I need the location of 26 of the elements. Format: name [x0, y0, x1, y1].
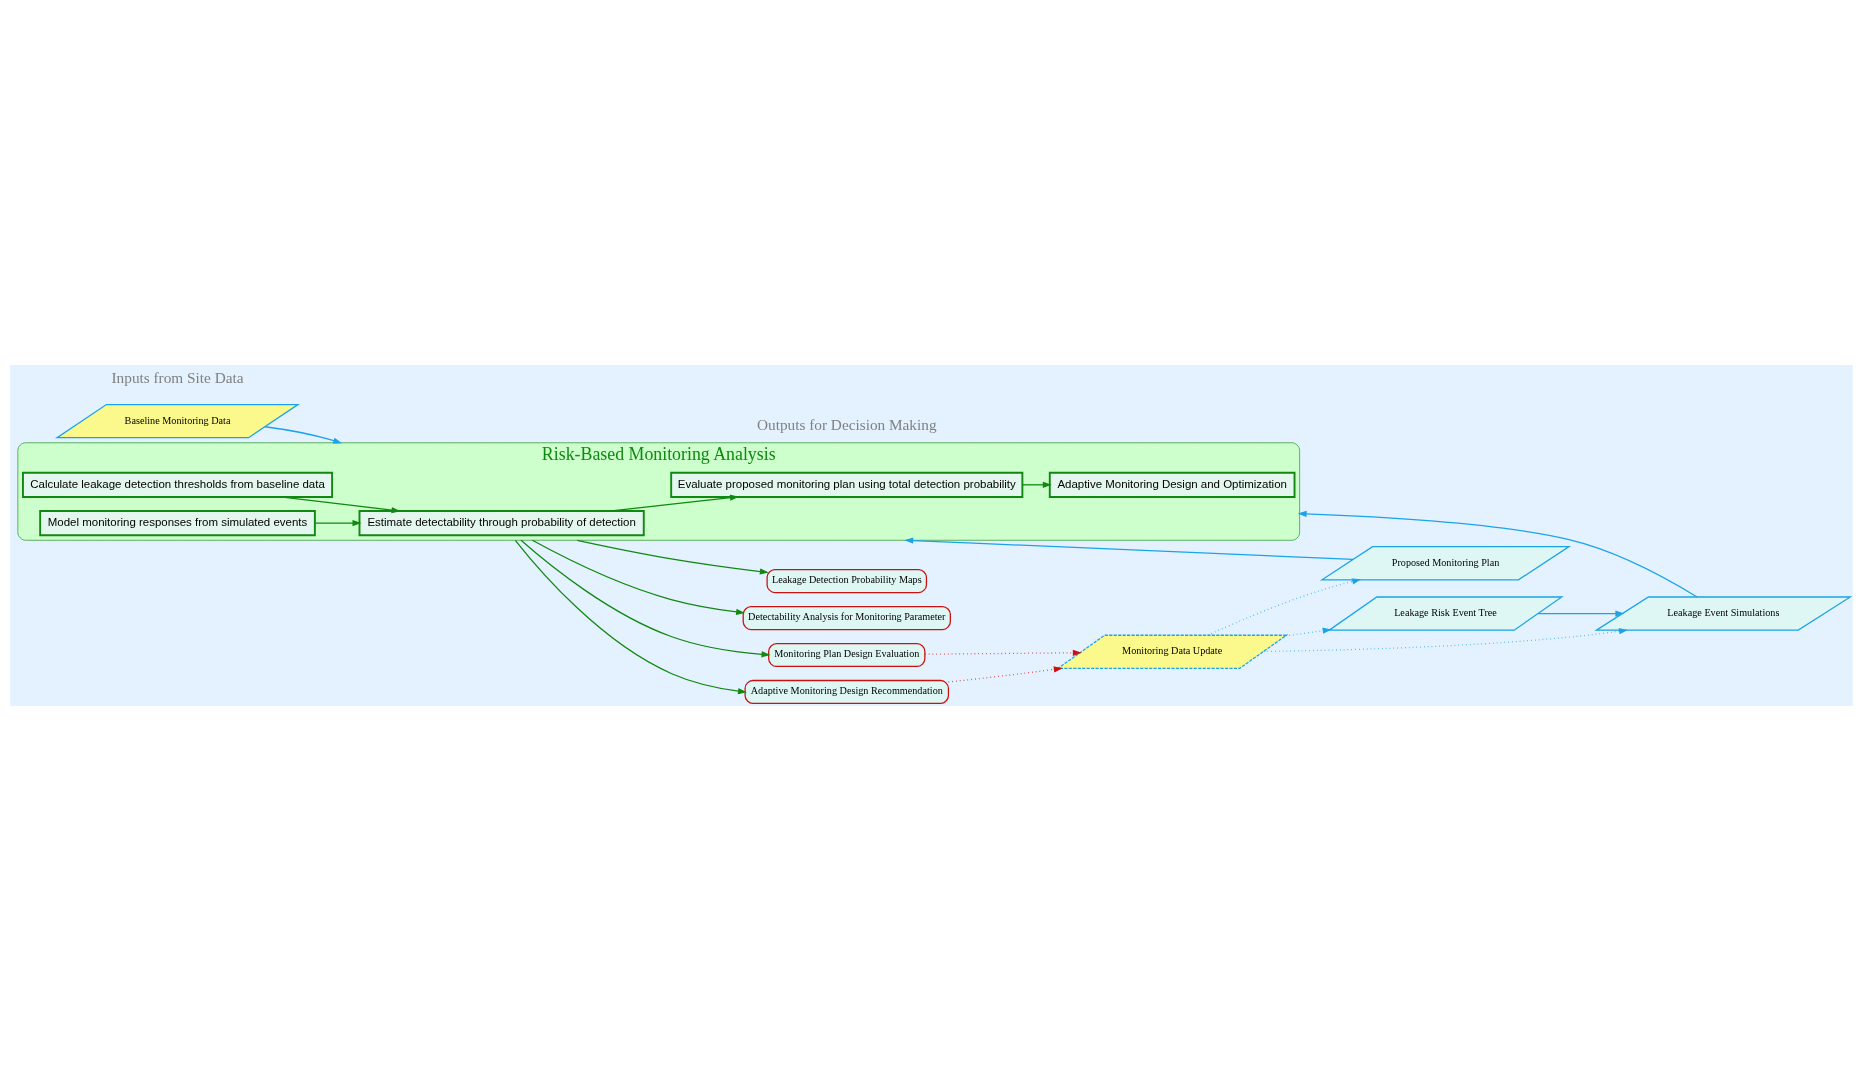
label: Outputs for Decision Making: [756, 415, 937, 433]
node-box: Estimate detectability through probability of detection: [358, 509, 645, 536]
arrow: [923, 649, 1082, 656]
arrow: [1536, 609, 1624, 617]
node-box: Model monitoring responses from simulated events: [38, 509, 316, 536]
arrow: [531, 539, 745, 615]
arrow: [313, 519, 361, 526]
arrow: [1206, 577, 1361, 636]
node-box: Adaptive Monitoring Design Recommendation: [743, 679, 949, 704]
arrow: [1284, 627, 1332, 637]
node-box: Monitoring Plan Design Evaluation: [767, 642, 925, 667]
arrow: [519, 539, 770, 657]
arrow: [1021, 481, 1052, 488]
arrow: [263, 425, 342, 444]
arrow: [514, 539, 747, 694]
arrow: [576, 539, 769, 575]
arrow: [903, 536, 1354, 560]
node-box: Calculate leakage detection thresholds from baseline data: [21, 471, 333, 498]
node-box: Adaptive Monitoring Design and Optimization: [1048, 471, 1295, 498]
node-box: Leakage Detection Probability Maps: [765, 568, 927, 593]
label: Inputs from Site Data: [111, 368, 244, 386]
arrow: [947, 665, 1063, 683]
node-box: Evaluate proposed monitoring plan using total detection probability: [669, 471, 1023, 498]
node-box: Detectability Analysis for Monitoring Parameter: [742, 605, 951, 630]
arrow: [1297, 510, 1698, 598]
arrow: [1262, 627, 1628, 652]
